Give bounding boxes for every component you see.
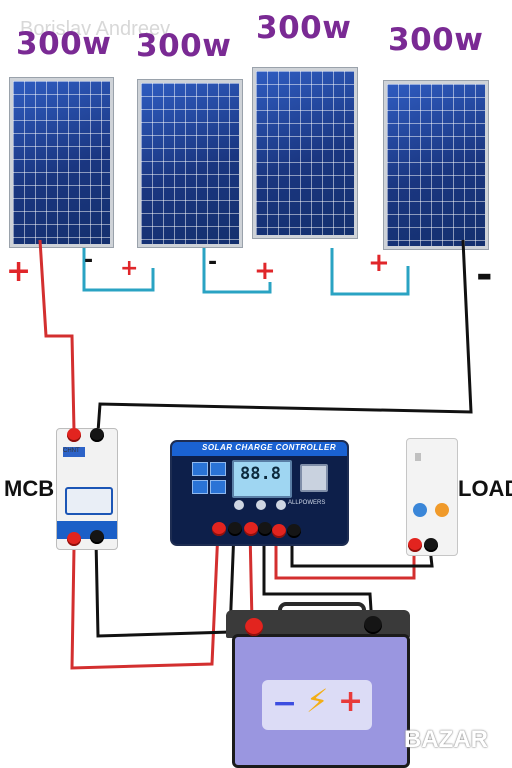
controller-usb-port <box>300 464 328 492</box>
mcb-brand-badge <box>63 447 85 457</box>
load-positive-wire <box>274 532 416 580</box>
controller-title: SOLAR CHARGE CONTROLLER <box>202 443 337 452</box>
load-positive-terminal <box>408 538 422 552</box>
mcb-positive-out-wire <box>70 529 220 670</box>
controller-button-right <box>276 500 286 510</box>
load-negative-wire <box>290 532 434 568</box>
panel-1-negative-sign: - <box>84 248 94 273</box>
controller-lcd: 88.8 <box>232 460 292 498</box>
load-device <box>406 438 458 556</box>
panel-4-watt-label: 300w <box>388 22 484 58</box>
mcb-breaker <box>56 428 118 550</box>
array-negative-wire <box>96 239 473 433</box>
controller-brand-text: ALLPOWERS <box>288 500 326 506</box>
battery-label-window <box>262 680 372 730</box>
series-wire-2-3 <box>202 248 272 294</box>
load-indicator-light <box>415 453 421 461</box>
mcb-input-positive-terminal <box>67 428 81 442</box>
battery-negative-terminal-post <box>364 616 382 634</box>
mcb-output-positive-terminal <box>67 532 81 546</box>
controller-button-left <box>234 500 244 510</box>
controller-load-negative-terminal <box>287 524 301 538</box>
load-label: LOAD <box>458 476 512 501</box>
controller-panel-icon <box>192 462 208 476</box>
panel-3-positive-sign: + <box>254 256 276 286</box>
watermark-text: Borislav Andreev <box>20 18 171 40</box>
panel-3-watt-label: 300w <box>256 10 352 46</box>
battery-positive-terminal <box>245 618 263 636</box>
mcb-input-negative-terminal <box>90 428 104 442</box>
controller-title-bar <box>172 442 347 456</box>
controller-battery-positive-terminal <box>244 522 258 536</box>
controller-lamp-icon <box>192 480 208 494</box>
controller-battery-icon <box>210 462 226 476</box>
array-negative-sign: - <box>476 252 493 298</box>
controller-button-mid <box>256 500 266 510</box>
solar-panel-2 <box>138 80 242 247</box>
mcb-brand-text: CHNT <box>63 448 80 454</box>
panel-2-negative-sign: - <box>208 250 218 275</box>
array-positive-wire <box>38 239 76 431</box>
controller-solar-positive-terminal <box>212 522 226 536</box>
series-wire-1-2 <box>82 248 155 292</box>
series-wire-3-4 <box>330 248 410 296</box>
lightning-bolt-icon: ⚡ <box>306 682 329 720</box>
battery-minus-symbol: − <box>272 686 298 721</box>
battery-plus-symbol: + <box>338 684 364 719</box>
controller-lcd-readout: 88.8 <box>240 464 281 484</box>
panel-2-positive-sign: + <box>120 256 139 281</box>
mcb-negative-out-wire <box>94 529 236 638</box>
mcb-blue-band <box>57 521 117 539</box>
panel-2-watt-label: 300w <box>136 28 232 64</box>
panel-4-positive-sign: + <box>368 248 390 278</box>
bazar-logo: BAZAR <box>404 726 488 753</box>
solar-panel-4 <box>384 81 488 249</box>
array-positive-sign: + <box>6 254 32 289</box>
controller-load-positive-terminal <box>272 524 286 538</box>
load-negative-terminal <box>424 538 438 552</box>
mcb-output-negative-terminal <box>90 530 104 544</box>
controller-solar-negative-terminal <box>228 522 242 536</box>
load-knob-right <box>435 503 449 517</box>
controller-battery-negative-terminal <box>258 522 272 536</box>
solar-panel-1 <box>10 78 113 247</box>
load-knob-left <box>413 503 427 517</box>
solar-panel-3 <box>253 68 357 238</box>
mcb-label: MCB <box>4 476 55 501</box>
mcb-toggle-handle <box>65 487 113 515</box>
controller-lock-icon <box>210 480 226 494</box>
panel-1-watt-label: 300w <box>16 26 112 62</box>
